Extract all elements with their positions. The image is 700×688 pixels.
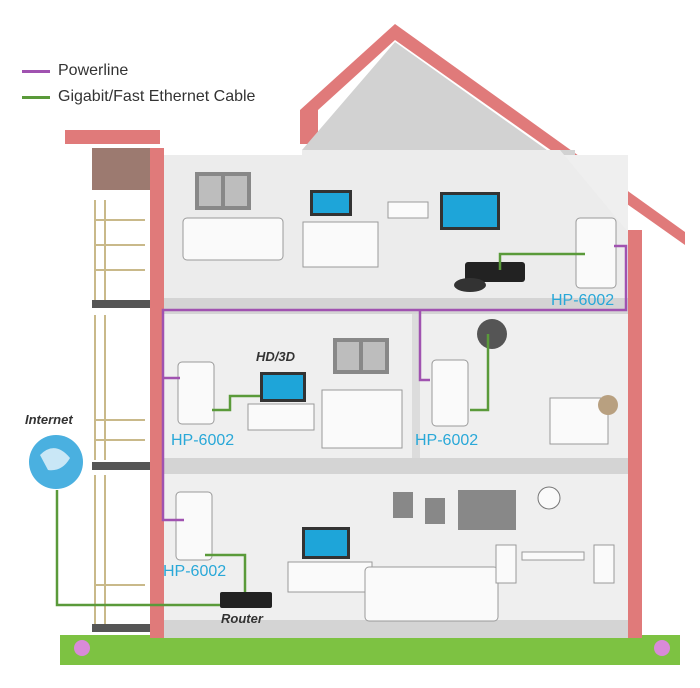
desk-top bbox=[302, 221, 379, 268]
device-label-ground: HP-6002 bbox=[163, 563, 227, 580]
room-divider bbox=[412, 314, 420, 458]
legend-ethernet-swatch bbox=[22, 95, 50, 99]
router bbox=[220, 592, 272, 608]
frame-1 bbox=[393, 492, 413, 518]
device-label-middle-right: HP-6002 bbox=[415, 432, 479, 449]
ethernet-wire bbox=[55, 252, 585, 607]
floor-slab-ground bbox=[164, 620, 628, 638]
frame-2 bbox=[425, 498, 445, 524]
adapter-middle-right bbox=[431, 359, 469, 427]
teddy-bear bbox=[598, 395, 618, 415]
chair-left bbox=[495, 544, 517, 584]
frame-3 bbox=[458, 490, 516, 530]
sofa-ground bbox=[364, 566, 499, 622]
balconies bbox=[94, 200, 145, 625]
device-label-middle-left: HP-6002 bbox=[171, 432, 235, 449]
wall-clock bbox=[537, 486, 561, 510]
adapter-middle-left bbox=[177, 361, 215, 425]
balcony-panel bbox=[92, 148, 150, 190]
tv-stand-middle bbox=[247, 403, 315, 431]
balcony-floor-1 bbox=[92, 300, 150, 308]
flowers-left bbox=[74, 640, 90, 656]
game-controller bbox=[454, 278, 486, 292]
legend-powerline: Powerline bbox=[22, 62, 128, 80]
grass bbox=[60, 635, 680, 665]
legend-ethernet-label: Gigabit/Fast Ethernet Cable bbox=[58, 88, 256, 105]
chair-right bbox=[593, 544, 615, 584]
tv-stand-ground bbox=[287, 561, 373, 593]
floor-slab-middle bbox=[164, 458, 628, 474]
game-console bbox=[465, 262, 525, 282]
house-wall-left bbox=[150, 148, 164, 638]
powerline-wire bbox=[161, 244, 628, 522]
shelf-top bbox=[387, 201, 429, 219]
internet-label: Internet bbox=[25, 412, 73, 427]
flowers-right bbox=[654, 640, 670, 656]
balcony-floor-2 bbox=[92, 462, 150, 470]
attic-gable bbox=[302, 42, 575, 170]
house-wall-right bbox=[628, 230, 642, 638]
legend-powerline-swatch bbox=[22, 69, 50, 73]
adapter-ground bbox=[175, 491, 213, 561]
sofa-top bbox=[182, 217, 284, 261]
bed bbox=[321, 389, 403, 449]
device-label-top: HP-6002 bbox=[551, 292, 615, 309]
legend-ethernet: Gigabit/Fast Ethernet Cable bbox=[22, 88, 255, 106]
dining-table bbox=[521, 551, 585, 561]
router-label: Router bbox=[221, 611, 263, 626]
balcony-floor-3 bbox=[92, 624, 150, 632]
legend-powerline-label: Powerline bbox=[58, 62, 129, 79]
hd3d-label: HD/3D bbox=[256, 349, 296, 364]
ip-camera bbox=[477, 319, 507, 349]
